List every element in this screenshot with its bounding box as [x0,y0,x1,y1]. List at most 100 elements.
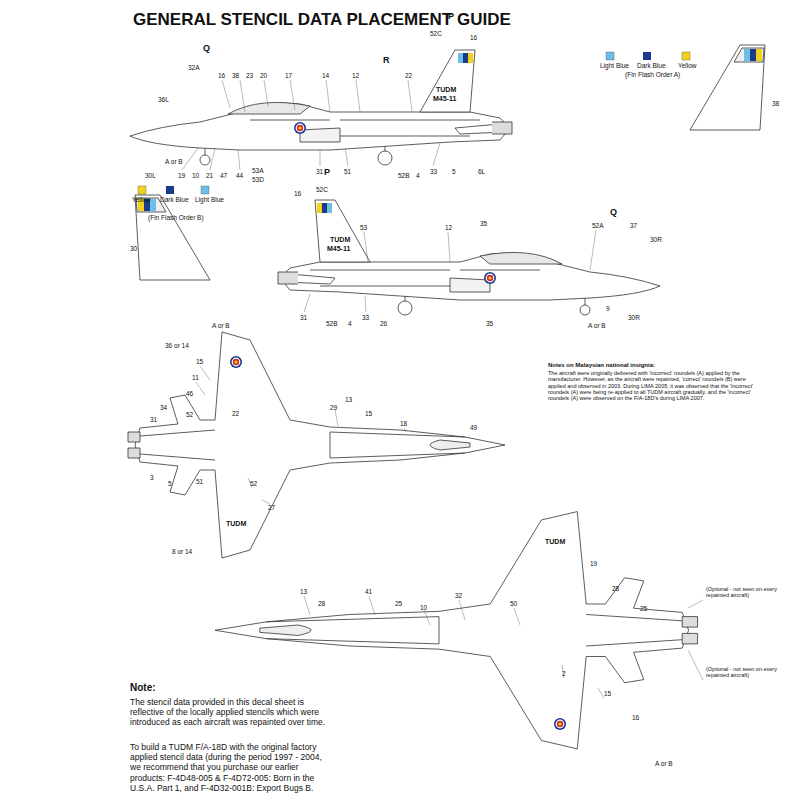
callout-number: 18 [400,420,407,427]
callout-number: 36 or 14 [165,342,189,349]
callout-number: 52B [398,172,410,179]
callout-number: 31 [300,314,307,321]
title: GENERAL STENCIL DATA PLACEMENT GUIDE [133,10,511,30]
position-letter: R [383,56,390,66]
callout-number: A or B [655,760,673,767]
callout-number: 47 [220,172,227,179]
callout-number: Light Blue [600,62,629,69]
callout-number: 16 [218,72,225,79]
callout-number: 51 [344,168,351,175]
callout-number: 52A [592,222,604,229]
position-letter: P [324,168,330,178]
option-note: (Optional - not seen on every repainted … [706,666,786,678]
callout-number: 52C [316,186,328,193]
callout-number: 35 [480,220,487,227]
callout-number: 12 [352,72,359,79]
callout-number: 10 [420,604,427,611]
callout-number: 25 [395,600,402,607]
callout-number: (Fin Flash Order B) [148,214,204,221]
callout-number: 52B [326,320,338,327]
callout-number: 15 [365,410,372,417]
callout-number: 37 [630,222,637,229]
note-text: To build a TUDM F/A-18D with the origina… [130,742,335,793]
callout-number: 15 [604,690,611,697]
callout-number: A or B [165,158,183,165]
callout-number: 22 [405,72,412,79]
position-letter: Q [610,208,617,218]
callout-number: 22 [232,410,239,417]
callout-number: 46 [186,390,193,397]
callout-number: 15 [196,358,203,365]
callout-number: 4 [416,172,420,179]
callout-number: 53D [252,176,264,183]
callout-number: 34 [160,404,167,411]
callout-number: 41 [365,588,372,595]
callout-number: 10 [192,172,199,179]
callout-number: 26 [380,320,387,327]
callout-number: 38 [232,72,239,79]
callout-number: 31 [316,168,323,175]
callout-number: 38 [772,100,779,107]
callout-number: 14 [322,72,329,79]
tail-marking: TUDM [226,520,246,528]
callout-number: 21 [206,172,213,179]
notes-heading: Notes on Malaysian national insignia: [548,362,655,369]
callout-number: 28 [612,585,619,592]
callout-number: (Fin Flash Order A) [625,71,680,78]
callout-number: Yellow [132,196,151,203]
callout-number: 52 [250,480,257,487]
callout-number: 4 [348,320,352,327]
tail-marking: TUDM [436,86,456,94]
callout-number: 51 [196,478,203,485]
callout-number: Dark Blue [160,196,189,203]
callout-number: 30R [628,314,640,321]
callout-number: 36L [158,96,169,103]
callout-number: A or B [588,322,606,329]
position-letter: Q [203,44,210,54]
callout-number: 52C [430,30,442,37]
tail-marking: TUDM [545,538,565,546]
callout-number: 6L [478,168,485,175]
callout-number: A or B [212,322,230,329]
callout-number: 8 or 14 [172,548,192,555]
callout-number: 19 [590,560,597,567]
callout-number: 3 [150,474,154,481]
callout-number: 20 [260,72,267,79]
notes-text: The aircraft were originally delivered w… [548,370,763,402]
callout-number: 52 [186,411,193,418]
note-heading: Note: [130,682,156,693]
callout-number: 25 [640,605,647,612]
callout-number: 11 [192,374,199,381]
callout-number: 2 [562,670,566,677]
callout-number: 29 [330,404,337,411]
callout-number: 32A [188,64,200,71]
callout-number: 17 [285,72,292,79]
callout-number: 16 [632,714,639,721]
callout-number: 16 [470,34,477,41]
callout-number: 33 [362,314,369,321]
callout-number: 53 [360,224,367,231]
callout-number: 28 [318,600,325,607]
callout-number: 44 [236,172,243,179]
callout-number: 27 [268,504,275,511]
callout-number: 31 [150,416,157,423]
callout-number: 5 [168,480,172,487]
callout-number: 23 [246,72,253,79]
callout-number: 32 [455,592,462,599]
callout-number: 30 [130,245,137,252]
callout-number: 9 [606,305,610,312]
callout-number: 16 [294,190,301,197]
callout-number: 49 [470,424,477,431]
callout-number: 33 [430,168,437,175]
tail-marking: M45-11 [327,245,350,253]
callout-number: 30L [145,172,156,179]
tail-marking: TUDM [330,236,350,244]
option-note: (Optional - not seen on every repainted … [706,586,786,598]
callout-number: 30R [650,236,662,243]
callout-number: Yellow [678,62,697,69]
callout-number: Light Blue [195,196,224,203]
callout-number: 53A [252,167,264,174]
callout-number: 35 [486,320,493,327]
callout-number: 19 [178,172,185,179]
